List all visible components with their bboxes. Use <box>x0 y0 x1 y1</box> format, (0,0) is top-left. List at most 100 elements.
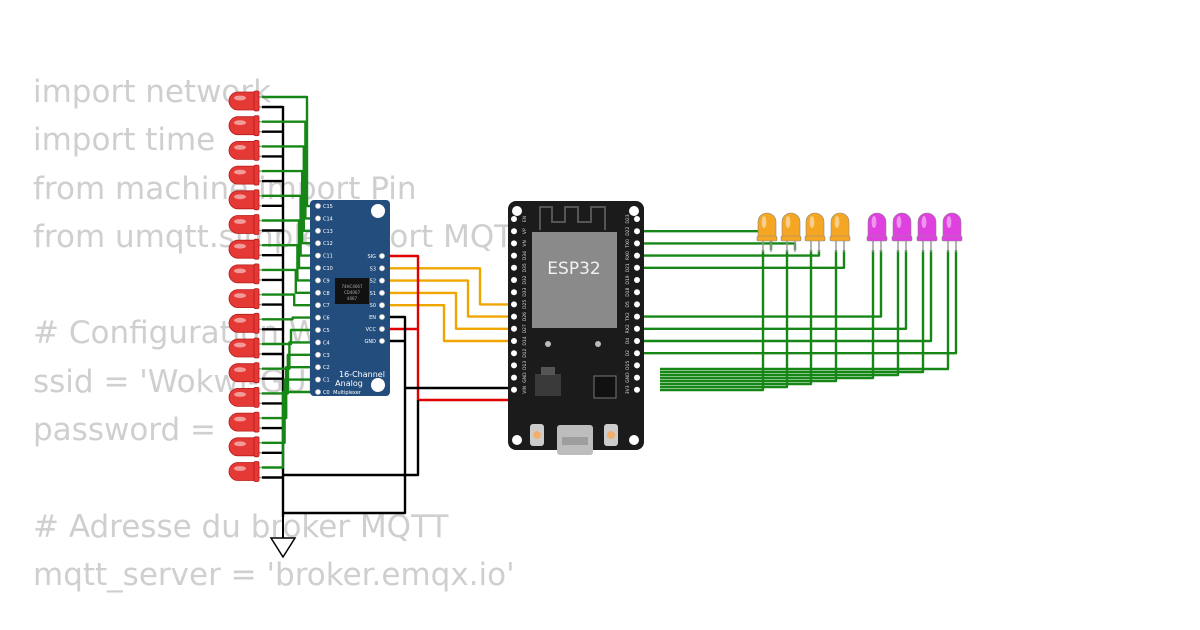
mux-title: Multiplexer <box>333 390 362 396</box>
esp32-board[interactable]: ESP32 ENVPVND34D35D32D33D25D26D27D14D12D… <box>508 201 644 455</box>
led-highlight <box>234 416 246 422</box>
led-rim <box>253 386 260 408</box>
mounting-hole <box>371 204 385 218</box>
mux-channel-label: C4 <box>323 340 330 346</box>
button-cap <box>607 431 615 439</box>
led-rim <box>253 436 260 458</box>
led-rim <box>916 235 938 242</box>
code-line: mqtt_server = 'broker.emqx.io' <box>33 556 515 593</box>
mux-control-label: GND <box>365 339 377 345</box>
led-body <box>228 338 256 358</box>
led-body <box>228 437 256 457</box>
mux-channel-pin <box>315 277 321 284</box>
esp32-left-pin <box>511 374 517 381</box>
led-return-wire <box>660 250 789 389</box>
led-rim <box>253 115 260 137</box>
esp32-pin-label: D5 <box>625 301 631 307</box>
led-highlight <box>871 216 877 228</box>
regulator-tab <box>541 367 555 375</box>
esp32-right-pin <box>634 289 640 296</box>
led-highlight <box>809 216 815 228</box>
red-led <box>228 189 262 211</box>
mux-channel-label: C3 <box>323 353 330 359</box>
voltage-regulator <box>535 374 561 396</box>
red-led <box>228 386 262 408</box>
led-signal-wire <box>637 250 883 318</box>
mux-channel-pin <box>315 302 321 309</box>
multiplexer-board[interactable]: 74HC4067 CD4067 4067 16-Channel Analog M… <box>310 200 390 396</box>
esp32-left-pin <box>511 313 517 320</box>
red-led <box>228 288 262 310</box>
mux-control-pin <box>379 265 385 272</box>
led-highlight <box>234 441 246 447</box>
esp32-pin-label: D23 <box>625 214 631 223</box>
led-highlight <box>234 367 246 373</box>
led-highlight <box>234 392 246 397</box>
mux-channel-pin <box>315 215 321 222</box>
esp32-right-pin <box>634 216 640 222</box>
led-body <box>228 116 256 136</box>
esp32-pin-label: D4 <box>625 338 631 344</box>
esp32-pin-label: D21 <box>625 263 631 272</box>
led-signal-wire <box>637 250 821 257</box>
esp32-right-pin <box>634 325 640 332</box>
led-body <box>805 212 825 239</box>
led-signal-wire <box>637 250 846 269</box>
mux-channel-label: C5 <box>323 328 330 334</box>
esp32-left-pin <box>511 338 517 344</box>
mux-channel-label: C1 <box>323 378 330 384</box>
esp32-left-pin <box>511 264 517 271</box>
led-return-wire <box>660 250 765 392</box>
esp32-pin-label: VN <box>522 240 528 246</box>
esp32-label: ESP32 <box>547 259 600 279</box>
mounting-hole <box>371 378 385 392</box>
mux-channel-pin <box>315 227 321 234</box>
red-led <box>228 411 262 433</box>
mux-control-pin <box>379 253 385 259</box>
magenta-led <box>891 212 913 252</box>
led-rim <box>253 189 260 211</box>
mux-channel-label: C13 <box>323 229 333 235</box>
esp32-right-pin <box>634 240 640 247</box>
mux-title: Analog <box>335 379 363 388</box>
led-rim <box>780 235 802 242</box>
esp32-right-pin <box>634 350 640 357</box>
status-led <box>545 341 551 347</box>
mux-control-pin <box>379 289 385 296</box>
led-channel-wire <box>262 316 318 321</box>
led-rim <box>253 238 260 260</box>
orange-led <box>804 212 826 252</box>
status-led <box>595 341 601 347</box>
esp32-right-pin <box>634 301 640 308</box>
red-led <box>228 461 262 482</box>
esp32-module <box>532 232 617 328</box>
mounting-hole <box>629 435 639 445</box>
mux-control-label: SIG <box>367 254 376 260</box>
led-rim <box>253 139 260 161</box>
led-rim <box>941 235 963 242</box>
ground-triangle <box>269 537 297 559</box>
esp32-pin-label: D19 <box>625 275 631 284</box>
magenta-led <box>916 212 938 252</box>
led-channel-wire <box>262 353 318 395</box>
led-return-wire <box>660 250 838 383</box>
led-highlight <box>234 120 246 126</box>
mux-channel-label: C15 <box>323 204 333 210</box>
red-led <box>228 263 262 285</box>
esp32-right-pin <box>634 252 640 259</box>
mux-channel-pin <box>315 203 321 209</box>
esp32-right-pin <box>634 264 640 271</box>
led-body <box>228 363 256 383</box>
mux-control-label: S0 <box>370 303 376 309</box>
select-line-wire <box>382 279 514 318</box>
led-signal-wire <box>637 229 773 250</box>
chip-label: CD4067 <box>344 290 361 295</box>
usb-uart-chip <box>593 375 617 399</box>
chip-label: 4067 <box>347 296 358 301</box>
usb-port-inner <box>562 437 588 445</box>
ground-wire <box>283 400 420 477</box>
mux-channel-label: C8 <box>323 291 330 297</box>
red-led <box>228 337 262 359</box>
red-led <box>228 115 262 137</box>
